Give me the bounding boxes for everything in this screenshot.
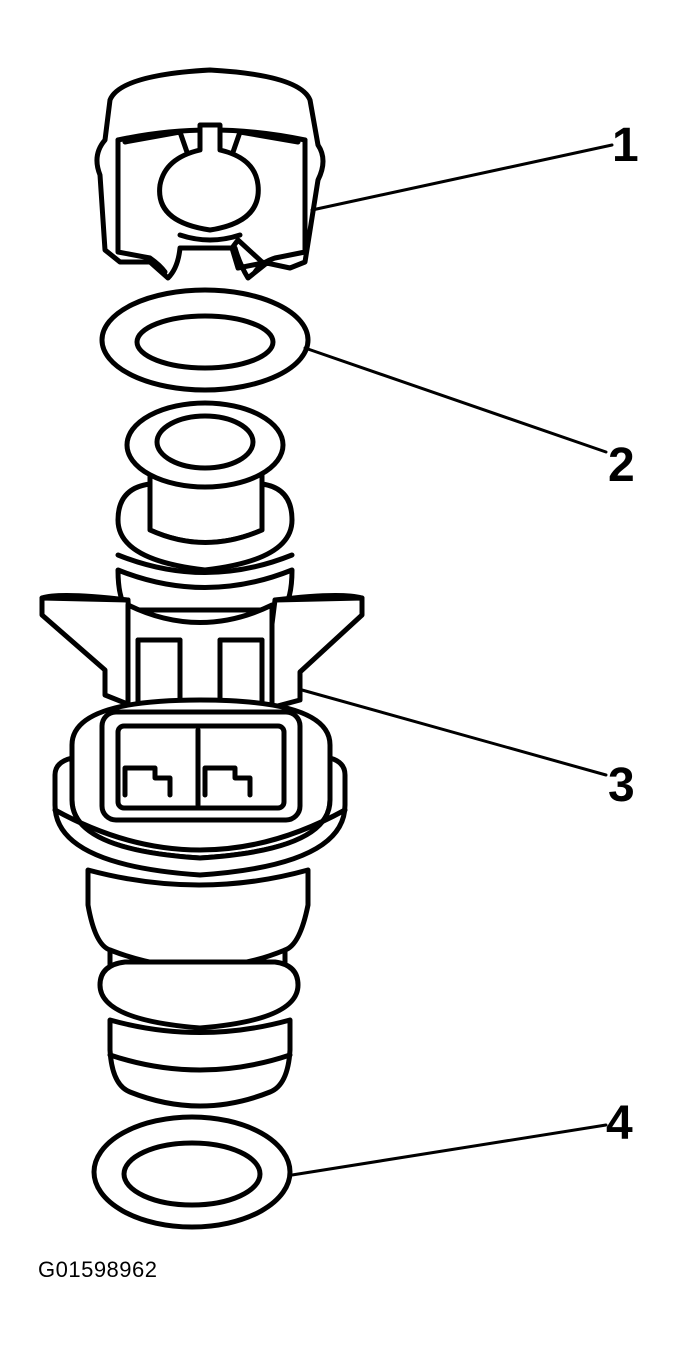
callout-4: 4 [606,1097,633,1150]
callout-2: 2 [608,439,635,492]
leader-line-3 [300,688,608,777]
leader-line-4 [290,1123,608,1177]
callout-3: 3 [608,759,635,812]
lower-o-ring [91,1114,293,1230]
leader-line-1 [310,143,614,212]
retainer-clip [94,67,326,281]
figure-id: G01598962 [38,1257,158,1282]
fuel-injector-body [39,400,365,1109]
upper-o-ring [99,287,311,393]
leader-line-2 [303,346,608,454]
callout-1: 1 [612,119,639,172]
